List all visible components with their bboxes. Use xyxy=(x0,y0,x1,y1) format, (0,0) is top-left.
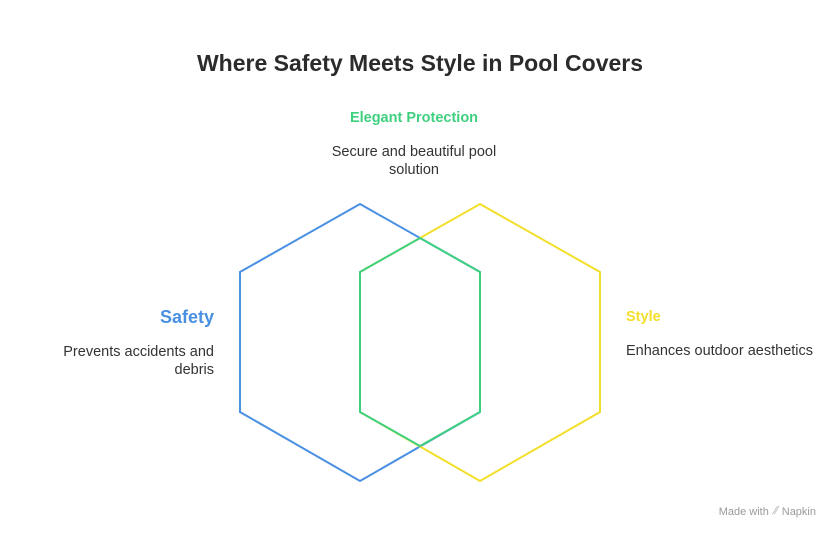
safety-description: Prevents accidents and debris xyxy=(63,343,214,378)
overlap-region xyxy=(359,236,481,448)
made-with-text: Made with xyxy=(718,505,769,518)
brand-text: Napkin xyxy=(781,505,816,518)
style-description: Enhances outdoor aesthetics xyxy=(626,343,814,360)
safety-label-block: Safety Prevents accidents and debris xyxy=(30,307,214,379)
overlap-description: Secure and beautiful pool solution xyxy=(331,144,497,179)
style-heading: Style xyxy=(626,309,661,325)
overlap-label-block: Elegant Protection Secure and beautiful … xyxy=(310,110,518,179)
style-label-block: Style Enhances outdoor aesthetics xyxy=(626,309,816,360)
footer-attribution[interactable]: Made with ⫽ Napkin xyxy=(719,505,816,518)
overlap-heading: Elegant Protection xyxy=(349,110,479,126)
napkin-logo-icon: ⫽ xyxy=(771,505,780,517)
page-title: Where Safety Meets Style in Pool Covers xyxy=(196,50,644,76)
safety-heading: Safety xyxy=(159,307,214,327)
